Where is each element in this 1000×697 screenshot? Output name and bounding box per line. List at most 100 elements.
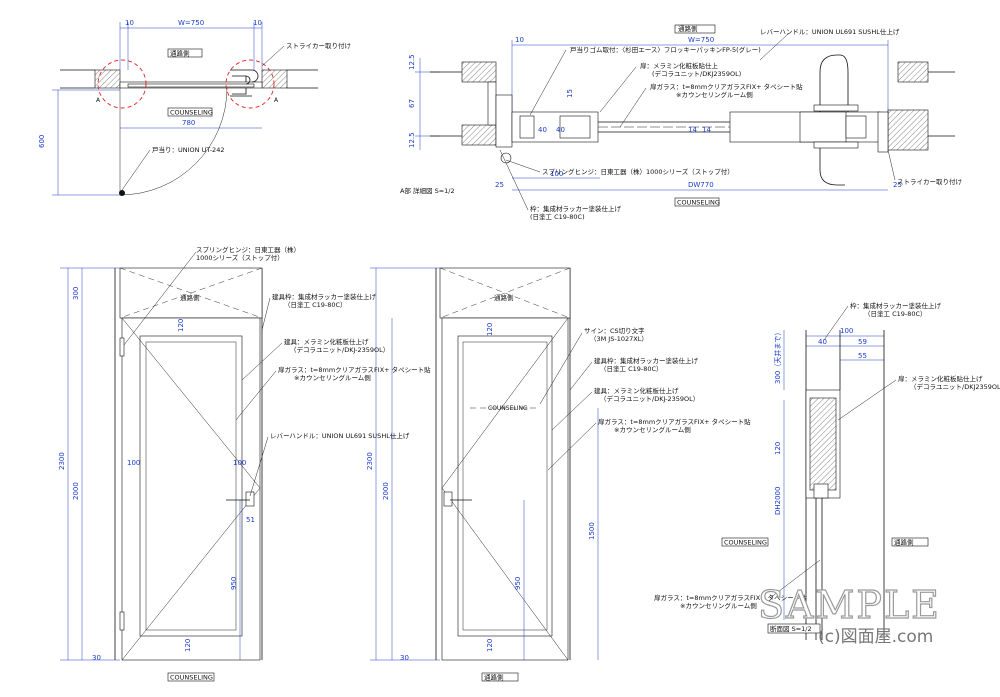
detail-dim-25a: 25 xyxy=(495,181,504,189)
detail-label-corridor: 通路側 xyxy=(678,24,698,33)
elevL-note-door: 建具：メラミン化粧板仕上げ xyxy=(284,337,369,346)
detail-a: 通路側 10 W=750 DW770 25 25 100 12.5 67 12.… xyxy=(400,24,962,221)
plan-mark-a-right: A xyxy=(274,97,279,104)
plan-mark-a-left: A xyxy=(96,97,101,104)
elevR-dim-30: 30 xyxy=(400,654,409,662)
section-note-glass-sub: ※カウンセリングルーム側 xyxy=(680,601,757,610)
plan-dim-left: 10 xyxy=(125,19,134,27)
elevation-left: 2300 300 2000 120 100 100 120 30 950 51 xyxy=(58,245,431,682)
elevR-dim-2300: 2300 xyxy=(366,452,374,470)
detail-note-striker: ストライカー取り付け xyxy=(897,177,962,186)
detail-note-hinge: スプリングヒンジ：日東工器（株）1000シリーズ（ストップ付） xyxy=(542,167,734,176)
detail-note-handle: レバーハンドル：UNION UL691 SUSHL仕上げ xyxy=(760,27,900,36)
watermark-sub: (c)図面屋.com xyxy=(818,627,933,647)
plan-dim-right: 10 xyxy=(253,19,262,27)
elevL-dim-950: 950 xyxy=(230,577,238,590)
elevL-dim-300: 300 xyxy=(72,287,80,300)
section-dim-dh: DH2000 xyxy=(774,487,782,515)
elevL-note-glass: 扉ガラス：t=8mmクリアガラスFIX+ タペシート貼 xyxy=(278,365,431,374)
elevR-note-door: 建具：メラミン化粧板仕上げ xyxy=(594,386,679,395)
detail-dim-width: W=750 xyxy=(688,36,714,44)
elevR-note-glass-sub: ※カウンセリングルーム側 xyxy=(614,425,691,434)
elevR-label-bottom: 通路側 xyxy=(484,673,504,682)
watermark-text: SAMPLE xyxy=(758,583,941,627)
elevR-note-sign-spec: （3M JS-1027XL） xyxy=(590,335,648,343)
detail-note-frame: 枠：集成材ラッカー塗装仕上げ xyxy=(530,204,622,213)
elevR-note-glass: 扉ガラス：t=8mmクリアガラスFIX+ タペシート貼 xyxy=(598,417,751,426)
detail-note-glass-sub: ※カウンセリングルーム側 xyxy=(676,90,753,99)
section-dim-300: 300（天井まで） xyxy=(773,329,782,384)
section-label-right: 通路側 xyxy=(894,538,914,547)
elevL-dim-30: 30 xyxy=(92,654,101,662)
section-dim-40: 40 xyxy=(818,338,827,346)
elevL-dim-2300: 2300 xyxy=(58,452,66,470)
detail-dim-14b: 14 xyxy=(702,126,711,134)
section-label-left: COUNSELING xyxy=(724,539,767,547)
elevL-note-door-spec: （デコラユニット/DKJ-2359OL） xyxy=(290,345,389,354)
elevL-note-hinge2: 1000シリーズ（ストップ付） xyxy=(196,253,284,262)
section-note-frame: 枠：集成材ラッカー塗装仕上げ xyxy=(850,301,942,310)
elevation-right: 2300 2000 COUNSELING 120 950 1500 120 30… xyxy=(366,267,751,682)
elevR-dim-120b: 120 xyxy=(486,639,494,652)
plan-note-doorstop: 戸当り：UNION UT-242 xyxy=(152,145,224,154)
detail-dim-25b: 25 xyxy=(893,181,902,189)
elevR-dim-950: 950 xyxy=(514,577,522,590)
plan-label-room: COUNSELING xyxy=(170,109,213,117)
detail-dim-dw: DW770 xyxy=(688,181,714,189)
section-title: 断面図 S=1/2 xyxy=(770,624,812,633)
elevL-label-bottom: COUNSELING xyxy=(170,674,213,682)
elevL-dim-100b: 100 xyxy=(233,459,246,467)
detail-dim-15: 15 xyxy=(566,89,574,98)
detail-note-glass: 扉ガラス：t=8mmクリアガラスFIX+ タペシート貼 xyxy=(650,82,803,91)
plan-dim-inner: 780 xyxy=(182,119,195,127)
elevL-dim-120b: 120 xyxy=(184,639,192,652)
elevL-dim-100a: 100 xyxy=(127,459,140,467)
watermark: SAMPLE (c)図面屋.com xyxy=(757,582,941,647)
elevL-note-hinge: スプリングヒンジ：日東工器（株） xyxy=(196,245,300,254)
elevR-dim-1500: 1500 xyxy=(588,522,596,540)
detail-note-door-spec: (デコラユニット/DKJ2359OL) xyxy=(652,69,741,78)
elevR-dim-2000: 2000 xyxy=(382,482,390,500)
elevL-note-handle: レバーハンドル：UNION UL691 SUSHL仕上げ xyxy=(270,431,410,440)
section-note-door: 扉：メラミン化粧板貼仕上げ xyxy=(898,374,983,383)
elevL-note-frame-spec: （日塗工 C19-80C） xyxy=(284,300,347,309)
detail-dim-14a: 14 xyxy=(688,126,697,134)
elevR-dim-120a: 120 xyxy=(486,323,494,336)
plan-dim-width: W=750 xyxy=(178,19,204,27)
elevL-note-frame: 建具枠：集成材ラッカー塗装仕上げ xyxy=(272,292,377,301)
elevR-note-frame-spec: （日塗工 C19-80C） xyxy=(600,364,663,373)
detail-dim-40a: 40 xyxy=(538,126,547,134)
detail-note-gasket: 戸当りゴム取付：〈杉田エース〉フロッキーパッキンFP-5(グレー) xyxy=(570,45,761,54)
elevR-note-door-spec: （デコラユニット/DKJ-2359OL） xyxy=(600,394,699,403)
detail-note-frame-spec: (日塗工 C19-80C) xyxy=(530,212,585,221)
detail-dim-10: 10 xyxy=(515,36,524,44)
detail-dim-l2: 67 xyxy=(408,99,416,108)
elevL-dim-120a: 120 xyxy=(177,319,185,332)
plan-label-corridor: 通路側 xyxy=(170,49,190,58)
detail-label-room: COUNSELING xyxy=(677,199,720,207)
plan-note-striker: ストライカー取り付け xyxy=(286,41,351,50)
detail-dim-40b: 40 xyxy=(556,126,565,134)
elevL-dim-2000: 2000 xyxy=(72,482,80,500)
plan-view: 10 W=750 10 780 600 A A 通路側 COUNSELING xyxy=(38,19,351,196)
elevL-dim-51: 51 xyxy=(246,516,255,524)
elevR-note-sign: サイン：CS切り文字 xyxy=(584,326,645,335)
section-note-frame-spec: （日塗工 C19-80C） xyxy=(864,309,927,318)
section-dim-100: 100 xyxy=(840,327,853,335)
plan-dim-height: 600 xyxy=(38,135,46,148)
detail-dim-l3: 12.5 xyxy=(408,132,416,148)
elevR-note-frame: 建具枠：集成材ラッカー塗装仕上げ xyxy=(594,356,699,365)
elevR-sign-text: COUNSELING xyxy=(488,405,528,412)
elevR-label-top: 通路側 xyxy=(494,293,514,302)
detail-dim-l1: 12.5 xyxy=(408,54,416,70)
elevL-note-glass-sub: ※カウンセリングルーム側 xyxy=(294,373,371,382)
detail-title: A部 詳細図 S=1/2 xyxy=(400,186,455,195)
section-dim-55: 55 xyxy=(858,352,867,360)
elevL-label-top: 通路側 xyxy=(180,293,200,302)
section-note-door-spec: （デコラユニット/DKJ2359OL） xyxy=(910,382,1000,391)
section-dim-59: 59 xyxy=(858,338,867,346)
detail-dim-100: 100 xyxy=(550,170,563,178)
section-note-glass: 扉ガラス：t=8mmクリアガラスFIX+ タペシート貼 xyxy=(654,593,807,602)
detail-note-door: 扉：メラミン化粧板貼仕上 xyxy=(640,61,719,70)
